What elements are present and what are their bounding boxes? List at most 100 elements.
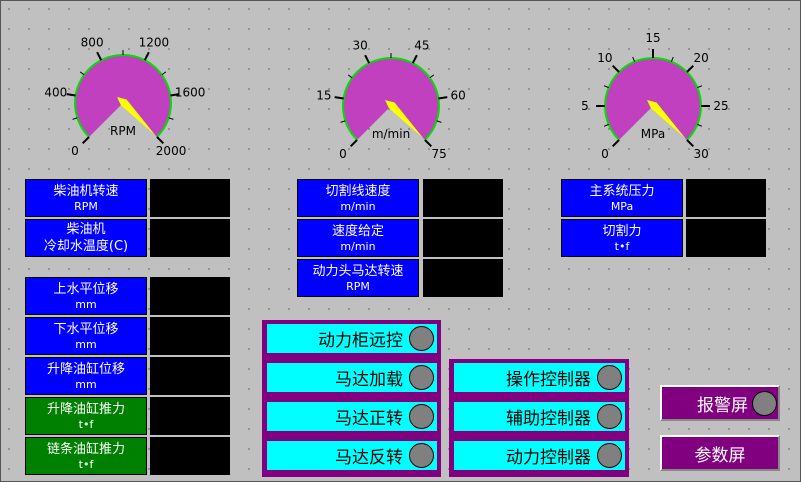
major-tick [424, 139, 433, 148]
value-lower-horizontal-disp [150, 317, 230, 355]
major-tick [438, 96, 448, 100]
gauge-unit: MPa [641, 127, 665, 141]
tick-label: 0 [339, 147, 347, 161]
led-indicator-icon [409, 404, 434, 429]
gauge-dial [75, 55, 171, 137]
label-title: 下水平位移 [53, 321, 119, 337]
alarm-screen-button[interactable]: 报警屏 [660, 385, 780, 421]
major-tick [686, 139, 695, 148]
label-title: 动力头马达转速 [312, 263, 404, 279]
tick-label: 75 [431, 147, 446, 161]
label-unit: t•f [78, 457, 94, 471]
minor-tick [670, 56, 674, 62]
alarm-led-icon [752, 390, 777, 416]
label-title: 切割线速度 [325, 183, 391, 199]
major-tick [349, 139, 358, 148]
label-unit: mm [75, 377, 97, 391]
minor-tick [340, 120, 346, 123]
minor-tick [603, 123, 609, 127]
minor-tick [429, 74, 435, 79]
gauge-needle [117, 97, 156, 136]
value-cutting-force [686, 219, 766, 257]
gauge-needle [385, 100, 424, 139]
label-unit: mm [75, 337, 97, 351]
label-unit: RPM [346, 279, 370, 293]
value-cut-line-speed [423, 179, 503, 217]
indicator-label: 动力柜远控 [318, 331, 403, 351]
gauge-dial [343, 58, 439, 140]
led-indicator-icon [597, 404, 622, 429]
indicator-motor-load: 马达加载 [267, 363, 437, 392]
indicator-label: 马达反转 [335, 448, 403, 468]
indicator-label: 马达加载 [335, 370, 403, 390]
value-main-pressure [686, 179, 766, 217]
major-tick [143, 51, 150, 61]
minor-tick [347, 74, 353, 79]
gauge-dial [605, 58, 701, 140]
tick-label: 5 [581, 99, 589, 113]
major-tick [364, 54, 371, 64]
label-unit: RPM [74, 199, 98, 213]
tick-label: 800 [81, 35, 104, 49]
major-tick [411, 54, 418, 64]
value-head-motor-rpm [423, 259, 503, 297]
minor-tick [697, 85, 703, 89]
label-title: 主系统压力 [589, 183, 655, 199]
parameter-screen-button[interactable]: 参数屏 [660, 435, 780, 471]
label-title: 升降油缸推力 [46, 401, 125, 417]
label-title: 柴油机 [66, 222, 106, 237]
tick-label: 1200 [139, 35, 170, 49]
tick-label: 1600 [175, 85, 206, 99]
control-panel-controllers: 操作控制器 辅助控制器 动力控制器 [449, 359, 629, 477]
indicator-power-cabinet-remote: 动力柜远控 [267, 324, 437, 353]
indicator-motor-forward: 马达正转 [267, 402, 437, 431]
led-indicator-icon [409, 443, 434, 468]
label-unit: t•f [614, 239, 630, 253]
label-coolant-temp: 柴油机冷却水温度(C) [25, 219, 147, 257]
led-indicator-icon [409, 326, 434, 351]
tick-label: 45 [414, 38, 429, 52]
gauge-needle [647, 100, 686, 139]
label-unit: m/min [340, 199, 376, 213]
tick-label: 15 [645, 31, 660, 45]
tick-label: 60 [451, 88, 466, 102]
major-tick [334, 96, 344, 100]
label-title: 速度给定 [331, 223, 384, 239]
tick-label: 0 [601, 147, 609, 161]
value-chain-cylinder-thrust [150, 437, 230, 475]
tick-label: 400 [44, 85, 67, 99]
led-indicator-icon [597, 365, 622, 390]
indicator-label: 辅助控制器 [506, 409, 591, 429]
tick-label: 25 [713, 99, 728, 113]
indicator-power-controller: 动力控制器 [454, 441, 625, 470]
gauge-unit: RPM [110, 124, 136, 138]
major-tick [611, 64, 620, 73]
minor-tick [436, 120, 442, 123]
value-diesel-rpm [150, 179, 230, 217]
minor-tick [79, 71, 85, 76]
led-indicator-icon [409, 365, 434, 390]
major-tick [686, 64, 695, 73]
major-tick [66, 93, 76, 97]
label-unit: m/min [340, 239, 376, 253]
indicator-operation-controller: 操作控制器 [454, 363, 625, 392]
gauge-unit: m/min [372, 127, 410, 141]
major-tick [611, 139, 620, 148]
control-panel-motor: 动力柜远控 马达加载 马达正转 马达反转 [262, 320, 441, 477]
indicator-motor-reverse: 马达反转 [267, 441, 437, 470]
tick-label: 30 [693, 147, 708, 161]
value-speed-setpoint [423, 219, 503, 257]
button-label: 报警屏 [697, 395, 748, 416]
minor-tick [168, 117, 174, 120]
major-tick [81, 136, 90, 145]
minor-tick [697, 123, 703, 127]
